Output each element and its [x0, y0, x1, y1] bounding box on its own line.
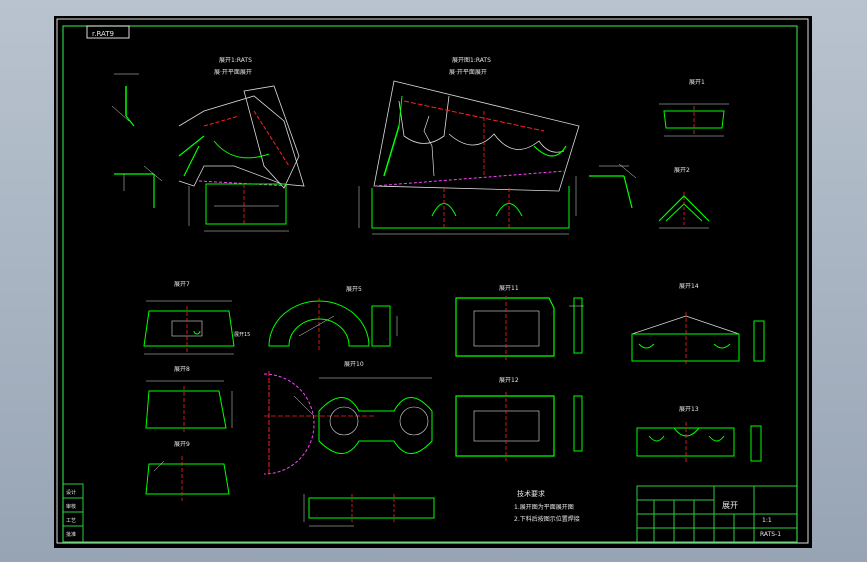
label-top-left-b: 展·开平面展开	[214, 69, 252, 76]
side-label-0: 设计	[66, 489, 76, 496]
title-tag-box	[86, 25, 130, 39]
bottom-strip-view	[303, 494, 435, 527]
title-block-scale: 1:1	[762, 517, 772, 524]
technical-requirements: 技术要求 1.展开图为平面展开图 2.下料后按图示位置焊接	[514, 489, 580, 523]
cad-drawing-canvas[interactable]: r.RAT9 展开1:RATS 展·开平面展开 展开图1:RATS 展·开平面展…	[54, 16, 812, 548]
tech-req-title: 技术要求	[517, 489, 545, 498]
label-part-5: 展开5	[346, 286, 362, 293]
part-10-view: 展开10	[263, 361, 433, 476]
drawing-sheet: r.RAT9 展开1:RATS 展·开平面展开 展开图1:RATS 展·开平面展…	[56, 18, 809, 544]
label-part-14: 展开14	[679, 283, 699, 290]
part-15-view: 展开15	[234, 332, 250, 338]
label-part-9: 展开9	[174, 441, 190, 448]
part-7-view: 展开7	[143, 281, 235, 355]
part-12-view: 展开12	[455, 377, 583, 461]
part-9-view: 展开9	[145, 441, 230, 501]
title-block: 展开 1:1 RATS-1	[636, 485, 798, 543]
tech-req-line-2: 2.下料后按图示位置焊接	[514, 515, 580, 523]
label-part-7: 展开7	[174, 281, 190, 288]
top-middle-view: 展开图1:RATS 展·开平面展开	[358, 57, 580, 235]
tech-req-line-1: 1.展开图为平面展开图	[514, 503, 574, 511]
side-label-1: 审核	[66, 503, 76, 510]
left-detail-views	[111, 73, 163, 208]
title-tag: r.RAT9	[92, 30, 114, 38]
label-part-13: 展开13	[679, 406, 699, 413]
side-label-2: 工艺	[66, 518, 76, 524]
title-block-code: RATS-1	[760, 531, 781, 538]
inner-frame	[62, 25, 798, 543]
part-5-view: 展开5	[268, 286, 398, 351]
part-13-view: 展开13	[636, 406, 762, 464]
side-label-3: 批准	[66, 531, 76, 538]
label-part-8: 展开8	[174, 366, 190, 373]
label-part-12: 展开12	[499, 377, 519, 384]
label-part-15: 展开15	[234, 332, 250, 338]
label-right-2: 展开2	[674, 167, 690, 174]
part-11-view: 展开11	[455, 285, 584, 361]
right-detail-views: 展开1 展开2	[589, 79, 729, 229]
label-part-11: 展开11	[499, 285, 519, 292]
top-left-view: 展开1:RATS 展·开平面展开	[178, 57, 305, 232]
label-top-left-a: 展开1:RATS	[219, 57, 252, 64]
part-14-view: 展开14	[631, 283, 765, 366]
label-right-1: 展开1	[689, 79, 705, 86]
part-8-view: 展开8	[145, 366, 233, 434]
title-block-name: 展开	[722, 501, 738, 510]
label-part-10: 展开10	[344, 361, 364, 368]
side-block: 设计 审核 工艺 批准	[62, 483, 84, 543]
label-top-mid-a: 展开图1:RATS	[452, 57, 491, 64]
label-top-mid-b: 展·开平面展开	[449, 69, 487, 76]
outer-frame	[56, 18, 809, 544]
